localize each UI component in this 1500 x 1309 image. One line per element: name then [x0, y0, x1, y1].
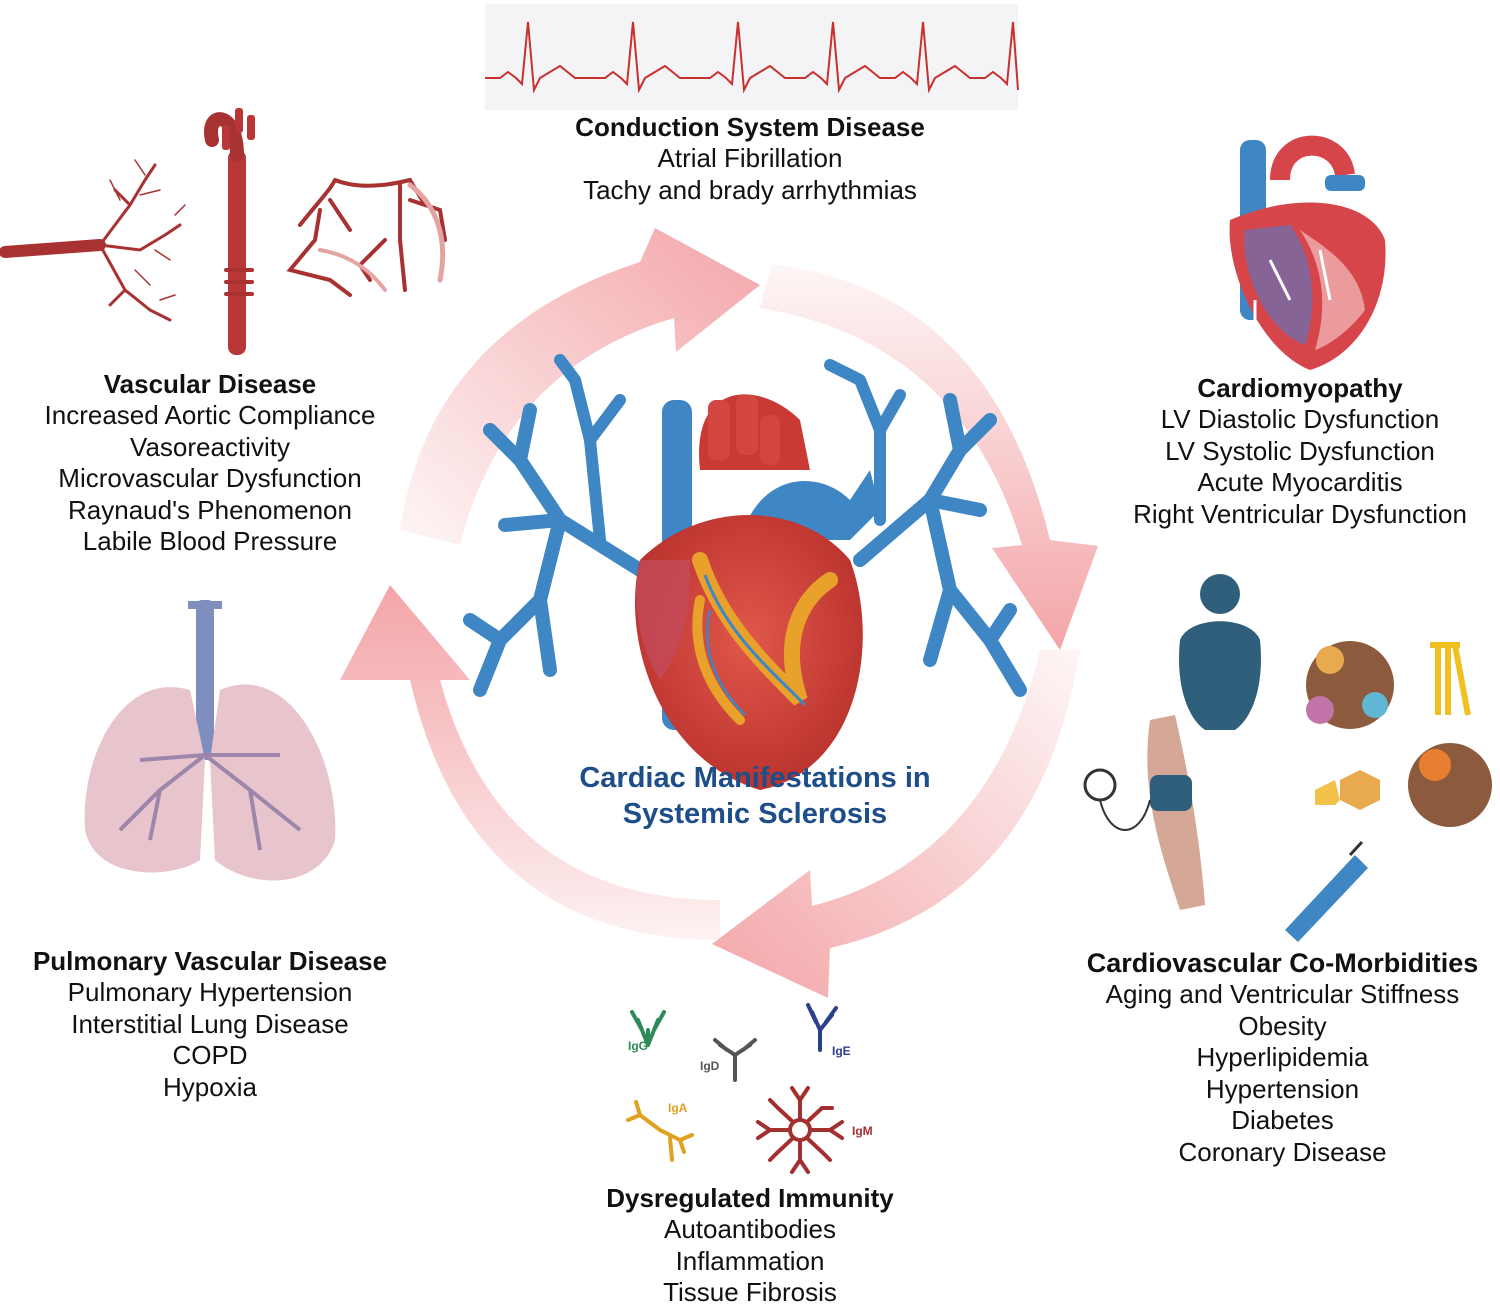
comorbid-block: Cardiovascular Co-Morbidities Aging and …	[1070, 948, 1495, 1168]
center-title-line: Systemic Sclerosis	[622, 798, 888, 830]
conduction-item: Atrial Fibrillation	[657, 143, 843, 173]
comorbid-item: Coronary Disease	[1178, 1136, 1387, 1167]
igm-label: IgM	[852, 1124, 873, 1138]
arrow-left	[340, 585, 720, 940]
pulmonary-title: Pulmonary Vascular Disease	[32, 946, 388, 976]
comorbidities-icons	[1083, 574, 1492, 942]
cycle-arrows	[340, 228, 1098, 998]
center-title: Cardiac Manifestations in Systemic Scler…	[545, 760, 965, 832]
iga-antibody-icon	[626, 1100, 694, 1162]
arrow-right	[760, 264, 1098, 650]
igg-label: IgG	[628, 1039, 648, 1053]
arrow-top	[400, 228, 760, 545]
pulmonary-block: Pulmonary Vascular Disease Pulmonary Hyp…	[10, 946, 410, 1103]
conduction-title: Conduction System Disease	[575, 112, 925, 142]
cardiomyopathy-item: Right Ventricular Dysfunction	[1133, 498, 1467, 529]
gauge-icon	[1083, 768, 1117, 802]
central-heart-icon	[463, 354, 1027, 790]
person-head-icon	[1200, 574, 1240, 614]
vascular-item: Vasoreactivity	[130, 431, 290, 462]
immunity-title: Dysregulated Immunity	[606, 1183, 894, 1213]
pulmonary-item: COPD	[172, 1040, 248, 1070]
cardiomyopathy-item: LV Systolic Dysfunction	[1165, 435, 1435, 466]
immunity-item: Autoantibodies	[663, 1214, 837, 1244]
ige-label: IgE	[832, 1044, 851, 1058]
blood-vessels-icon	[0, 108, 447, 355]
immunity-item: Inflammation	[675, 1245, 825, 1276]
cardiomyopathy-item: Acute Myocarditis	[1197, 467, 1403, 497]
antibodies-icons	[626, 1003, 844, 1174]
arrow-bottom	[712, 650, 1080, 998]
igm-antibody-icon	[756, 1086, 844, 1174]
vascular-item: Raynaud's Phenomenon	[68, 494, 352, 525]
immunity-item: Tissue Fibrosis	[663, 1277, 837, 1307]
pulmonary-item: Pulmonary Hypertension	[67, 977, 353, 1007]
comorbid-item: Hypertension	[1205, 1073, 1360, 1104]
igd-antibody-icon	[713, 1038, 757, 1082]
conduction-item: Tachy and brady arrhythmias	[583, 174, 917, 205]
igd-label: IgD	[700, 1059, 720, 1073]
person-body-icon	[1179, 621, 1261, 730]
arm-icon	[1147, 715, 1205, 910]
igg-antibody-icon	[630, 1010, 666, 1047]
pulmonary-item: Interstitial Lung Disease	[71, 1008, 349, 1039]
comorbid-item: Obesity	[1238, 1010, 1327, 1041]
comorbid-item: Diabetes	[1231, 1105, 1334, 1135]
glucose-ring-icon	[1340, 770, 1380, 810]
cardiomyopathy-item: LV Diastolic Dysfunction	[1160, 404, 1440, 434]
cardiomyopathy-block: Cardiomyopathy LV Diastolic Dysfunction …	[1110, 373, 1490, 530]
comorbid-title: Cardiovascular Co-Morbidities	[1086, 948, 1479, 978]
comorbid-item: Aging and Ventricular Stiffness	[1105, 979, 1460, 1009]
pulmonary-item: Hypoxia	[163, 1071, 257, 1102]
vascular-item: Microvascular Dysfunction	[58, 463, 362, 493]
iga-label: IgA	[668, 1101, 688, 1115]
cardiomyopathy-title: Cardiomyopathy	[1197, 373, 1403, 403]
ecg-strip-icon	[485, 4, 1019, 110]
immunity-block: Dysregulated Immunity Autoantibodies Inf…	[560, 1183, 940, 1309]
vascular-item: Labile Blood Pressure	[82, 526, 338, 556]
comorbid-item: Hyperlipidemia	[1196, 1042, 1369, 1072]
lungs-icon	[84, 600, 336, 881]
ige-antibody-icon	[806, 1003, 838, 1052]
heart-cross-section-icon	[1229, 135, 1386, 370]
vascular-block: Vascular Disease Increased Aortic Compli…	[15, 369, 405, 558]
conduction-block: Conduction System Disease Atrial Fibrill…	[505, 112, 995, 206]
vascular-item: Increased Aortic Compliance	[44, 400, 376, 430]
center-title-line: Cardiac Manifestations in	[579, 762, 931, 794]
vascular-title: Vascular Disease	[103, 369, 317, 399]
insulin-pen-icon	[1285, 855, 1368, 942]
lipid-tail-icon	[1430, 642, 1471, 716]
